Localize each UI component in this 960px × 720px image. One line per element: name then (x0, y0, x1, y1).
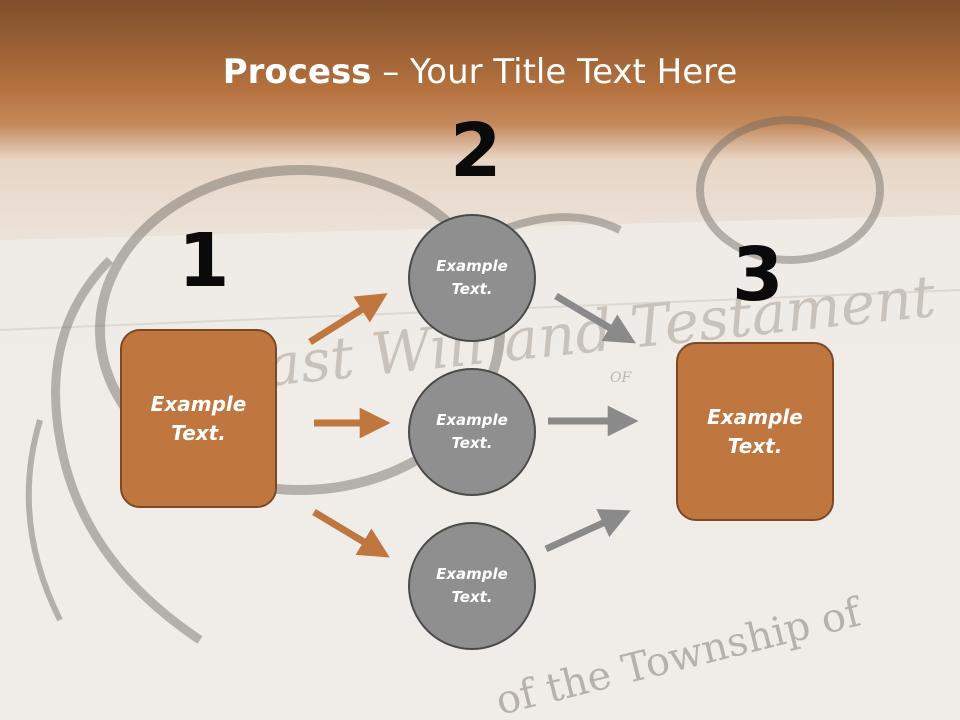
circle-middle-line1: Example (436, 411, 508, 429)
circle-top-line2: Text. (451, 280, 493, 298)
circle-bottom-line1: Example (436, 565, 508, 583)
step-number-3: 3 (732, 232, 784, 318)
arrow-to-top-circle (308, 293, 388, 345)
arrow-to-bottom-circle (312, 508, 390, 558)
slide-title: Process – Your Title Text Here (0, 52, 960, 92)
step-1-line2: Text. (171, 420, 226, 445)
title-bold: Process (222, 52, 372, 92)
arrow-from-top-circle (554, 292, 636, 344)
step-3-line2: Text. (727, 433, 783, 458)
circle-bottom-line2: Text. (451, 588, 493, 606)
title-rest: – Your Title Text Here (371, 52, 738, 92)
step-number-1: 1 (178, 218, 230, 304)
step-1-line1: Example (150, 391, 247, 416)
step-number-2: 2 (450, 108, 502, 194)
circle-middle-line2: Text. (451, 434, 493, 452)
step-3-line1: Example (707, 404, 803, 429)
svg-text:OF: OF (610, 370, 632, 386)
arrow-from-bottom-circle (544, 509, 631, 553)
circle-top-line1: Example (436, 257, 508, 275)
